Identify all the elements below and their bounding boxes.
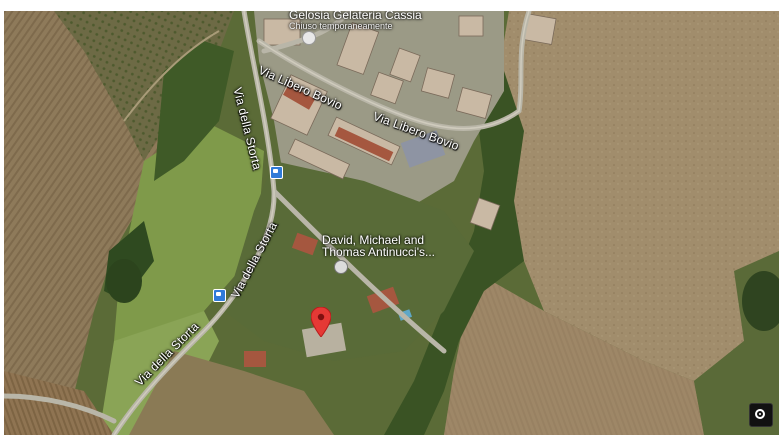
map-imagery [4,11,779,435]
my-location-button[interactable] [749,403,773,427]
map-pin-icon[interactable] [311,307,331,337]
my-location-icon [755,409,765,419]
bus-stop-icon[interactable] [270,166,283,179]
poi-antinucci-line2: Thomas Antinucci's... [322,245,436,259]
bus-stop-icon[interactable] [213,289,226,302]
poi-antinucci[interactable]: David, Michael and Thomas Antinucci's... [322,234,435,258]
satellite-map[interactable]: Gelosia Gelateria Cassia Chiuso temporan… [4,11,779,435]
ice-cream-icon[interactable] [302,31,316,45]
poi-gelateria[interactable]: Gelosia Gelateria Cassia Chiuso temporan… [289,11,422,31]
place-marker-icon[interactable] [334,260,348,274]
poi-gelateria-name: Gelosia Gelateria Cassia [289,11,422,22]
poi-antinucci-line1: David, Michael and [322,233,425,247]
poi-gelateria-status: Chiuso temporaneamente [289,21,393,31]
